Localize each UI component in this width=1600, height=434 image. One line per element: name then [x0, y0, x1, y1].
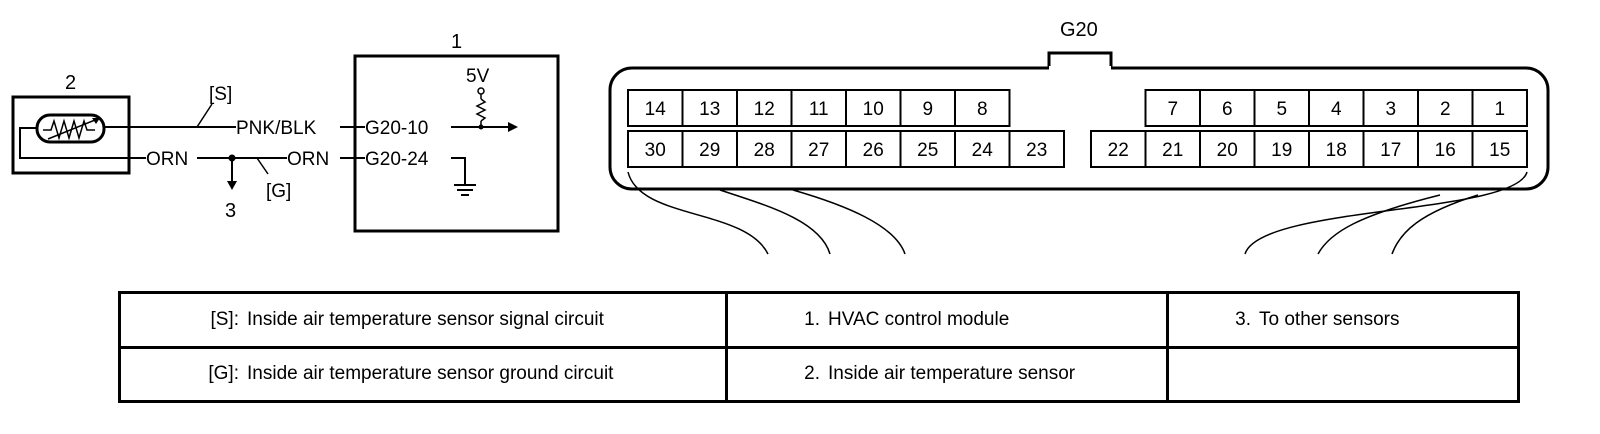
pin-number: 15 — [1489, 140, 1510, 161]
pin-cell — [899, 130, 956, 168]
pin-number: 5 — [1276, 99, 1287, 120]
other-sensors-number-label: 3 — [225, 200, 236, 222]
pin-number: 11 — [809, 99, 829, 120]
pin-number: 2 — [1440, 99, 1451, 120]
pin-cell — [845, 130, 902, 168]
connector-wire-harness — [627, 171, 1528, 255]
pin-number: 30 — [645, 140, 666, 161]
legend-text: Inside air temperature sensor ground cir… — [247, 363, 614, 385]
pin-cell — [954, 89, 1011, 127]
pin-number: 6 — [1222, 99, 1233, 120]
legend-text: Inside air temperature sensor signal cir… — [247, 308, 604, 330]
pin-cell — [1008, 130, 1065, 168]
legend-cell: 1. HVAC control module — [725, 291, 1169, 349]
legend-table: [S]: Inside air temperature sensor signal… — [118, 291, 1520, 403]
legend-text: To other sensors — [1259, 308, 1400, 330]
pin-cell — [1199, 130, 1256, 168]
pin-number: 7 — [1167, 99, 1178, 120]
ground-wire-color-sensor-label: ORN — [146, 149, 188, 170]
ground-return-line — [451, 157, 466, 185]
pin-number: 13 — [699, 99, 720, 120]
ground-tag-leader — [256, 157, 269, 175]
pin-number: 16 — [1435, 140, 1456, 161]
pin-number: 23 — [1026, 140, 1047, 161]
connector-lock-tab — [1047, 51, 1113, 70]
legend-cell: 3. To other sensors — [1166, 291, 1520, 349]
pin-number: 27 — [808, 140, 829, 161]
legend-cell: [G]: Inside air temperature sensor ground… — [118, 345, 728, 403]
supply-voltage-label: 5V — [466, 66, 490, 87]
signal-wire-color-label: PNK/BLK — [236, 118, 317, 139]
legend-cell — [1166, 345, 1520, 403]
sensor-box — [11, 95, 131, 175]
wiring-diagram: 2 [S] PNK/BLK ORN 3 [G] ORN 1 G20-10 G20… — [11, 19, 1550, 255]
pin-number: 22 — [1108, 140, 1129, 161]
pin-cell — [1144, 89, 1201, 127]
pin-number: 4 — [1331, 99, 1342, 120]
hvac-module-box — [353, 54, 560, 233]
pin-number: 29 — [699, 140, 720, 161]
legend-code: [G]: — [208, 363, 239, 385]
pin-cell — [1471, 89, 1528, 127]
legend-cell: 2. Inside air temperature sensor — [725, 345, 1169, 403]
pin-cell — [790, 130, 847, 168]
module-number-label: 1 — [451, 31, 462, 53]
legend-cell: [S]: Inside air temperature sensor signal… — [118, 291, 728, 349]
ground-tag-label: [G] — [266, 181, 291, 202]
connector-name-label: G20 — [1060, 19, 1098, 41]
pin-number: 8 — [977, 99, 988, 120]
pin-number: 28 — [754, 140, 775, 161]
sensor-number-label: 2 — [65, 72, 76, 94]
legend-code: [S]: — [210, 308, 239, 330]
pin-number: 26 — [863, 140, 884, 161]
legend-code: 3. — [1235, 308, 1251, 330]
thermistor-icon — [35, 113, 106, 144]
pin-number: 9 — [922, 99, 933, 120]
pin-cell — [736, 89, 793, 127]
legend-code: 1. — [804, 308, 820, 330]
pin-number: 19 — [1271, 140, 1292, 161]
pin-cell — [1308, 130, 1365, 168]
ground-symbol-icon — [454, 184, 476, 196]
pin-cell — [681, 130, 738, 168]
legend-text: Inside air temperature sensor — [828, 363, 1076, 385]
legend-text: HVAC control module — [828, 308, 1010, 330]
connector-body — [608, 66, 1550, 191]
pin-number: 17 — [1380, 140, 1401, 161]
pin-cell — [954, 130, 1011, 168]
pin-number: 12 — [754, 99, 775, 120]
signal-terminal-label: G20-10 — [365, 118, 428, 139]
pin-cell — [1417, 130, 1474, 168]
sensor-ground-lead — [19, 127, 130, 159]
signal-tag-leader — [196, 103, 213, 128]
pin-cell — [845, 89, 902, 127]
pin-cell — [1471, 130, 1528, 168]
pin-number: 20 — [1217, 140, 1238, 161]
signal-tag-label: [S] — [209, 84, 232, 105]
pin-number: 18 — [1326, 140, 1347, 161]
pin-number: 25 — [917, 140, 938, 161]
pin-number: 24 — [972, 140, 994, 161]
legend-code: 2. — [804, 363, 820, 385]
pin-number: 21 — [1162, 140, 1183, 161]
pin-cell — [1144, 130, 1201, 168]
pin-cell — [1253, 89, 1310, 127]
connector-tab-gap — [1049, 66, 1111, 71]
pin-number: 10 — [863, 99, 884, 120]
pin-number: 14 — [645, 99, 667, 120]
ground-terminal-label: G20-24 — [365, 149, 429, 170]
pullup-resistor-icon — [475, 87, 487, 130]
ground-wire-color-module-label: ORN — [287, 149, 329, 170]
pin-number: 3 — [1385, 99, 1396, 120]
pin-cell — [681, 89, 738, 127]
pin-cell — [627, 130, 684, 168]
legend-row: [S]: Inside air temperature sensor signal… — [118, 291, 1520, 349]
right-arrow-icon — [508, 122, 518, 132]
pin-cell — [1362, 130, 1419, 168]
legend-row: [G]: Inside air temperature sensor ground… — [118, 345, 1520, 403]
down-arrow-icon — [227, 181, 237, 190]
pin-number: 1 — [1494, 99, 1505, 120]
